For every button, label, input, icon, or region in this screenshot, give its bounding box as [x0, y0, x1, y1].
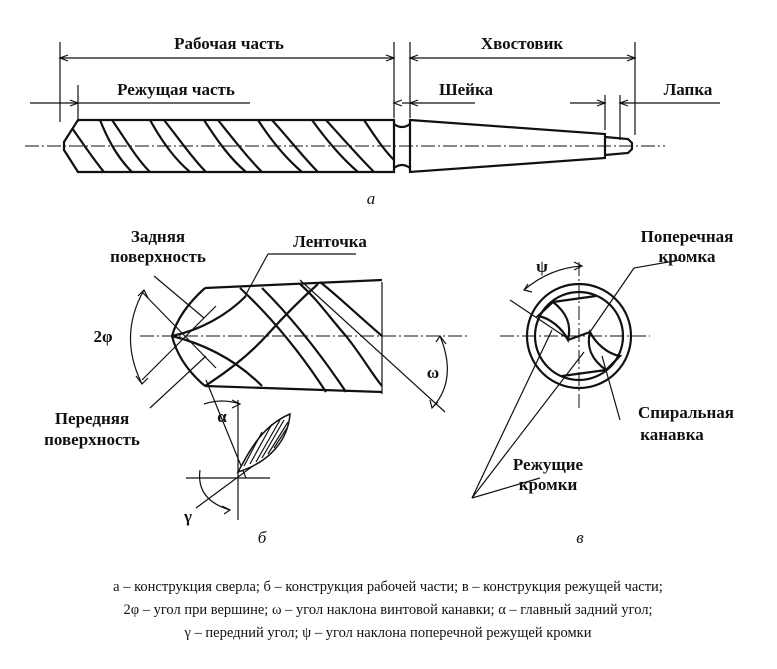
tang-label: Лапка	[664, 80, 713, 99]
rake-label-1: Передняя	[55, 409, 129, 428]
two-phi-arc	[129, 289, 145, 385]
neck-label: Шейка	[439, 80, 494, 99]
panel-b-letter: б	[258, 528, 267, 547]
panel-c-letter: в	[576, 528, 584, 547]
drill-body	[62, 118, 396, 174]
flute-1	[535, 300, 571, 344]
caption: а – конструкция сверла; б – конструкция …	[113, 579, 663, 641]
lips-label-1: Режущие	[513, 455, 584, 474]
two-phi-label: 2φ	[93, 327, 113, 346]
psi-label: ψ	[536, 257, 548, 276]
panel-a-drill: Рабочая часть Хвостовик Режущая часть Ше…	[25, 34, 720, 208]
caption-line-2: 2φ – угол при вершине; ω – угол наклона …	[123, 602, 652, 618]
flute-label-1: Спиральная	[638, 403, 734, 422]
shank-label: Хвостовик	[481, 34, 564, 53]
drill-tip-body	[204, 278, 383, 394]
helical-flutes	[71, 119, 395, 173]
flute-label-2: канавка	[640, 425, 704, 444]
panel-b-working-part: Задняя поверхность Ленточка 2φ ω α γ Пер…	[44, 227, 470, 547]
chisel-label-1: Поперечная	[641, 227, 734, 246]
chisel-label-2: кромка	[658, 247, 716, 266]
flute-2	[587, 328, 623, 372]
gamma-label: γ	[183, 507, 192, 526]
cutting-part-label: Режущая часть	[117, 80, 235, 99]
tooth-section	[236, 412, 291, 474]
caption-line-3: γ – передний угол; ψ – угол наклона попе…	[184, 625, 592, 641]
working-part-label: Рабочая часть	[174, 34, 284, 53]
flank-label-2: поверхность	[110, 247, 206, 266]
caption-line-1: а – конструкция сверла; б – конструкция …	[113, 579, 663, 595]
flank-label-1: Задняя	[131, 227, 185, 246]
chisel-edge	[567, 330, 591, 342]
drill-end-circle	[525, 282, 633, 390]
tapered-shank	[408, 118, 607, 174]
tang	[604, 135, 634, 157]
omega-arc	[431, 335, 448, 409]
flute-edge-2	[261, 287, 347, 393]
rake-label-2: поверхность	[44, 430, 140, 449]
gamma-arc	[198, 469, 231, 511]
lips-label-2: кромки	[519, 475, 578, 494]
omega-label: ω	[427, 363, 439, 382]
drill-neck	[393, 123, 411, 169]
panel-c-cutting-part: ψ Поперечная кромка Спиральная канавка Р…	[471, 227, 734, 547]
flute-edge-1	[239, 287, 327, 393]
psi-arc	[523, 265, 583, 291]
margin-label: Ленточка	[293, 232, 367, 251]
panel-a-letter: а	[367, 189, 376, 208]
alpha-label: α	[217, 407, 227, 426]
